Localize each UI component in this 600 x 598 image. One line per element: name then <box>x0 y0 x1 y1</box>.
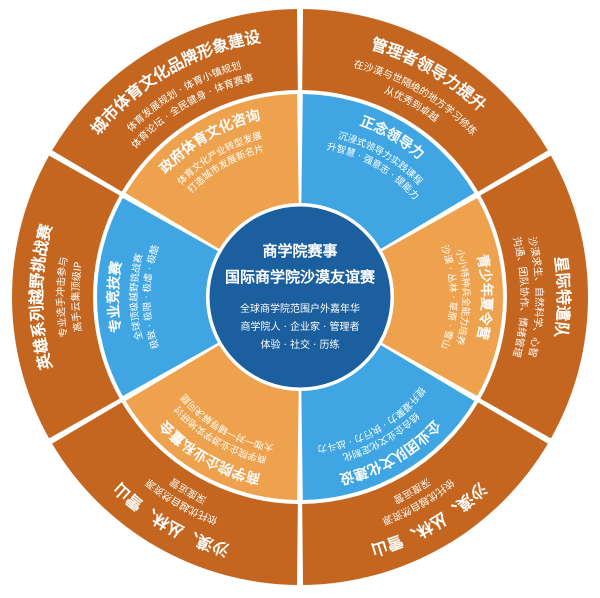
center-desc-2: 商学院人 · 企业家 · 管理者 <box>240 320 359 333</box>
outer-segment-title: 星际特遣队 <box>551 255 573 339</box>
inner-segment-title-path: 专业竞技赛 <box>105 259 125 334</box>
middle-segment-shape <box>125 345 299 500</box>
center-desc-1: 全球商学院范围户外嘉年华 <box>240 302 360 315</box>
center-title-2: 国际商学院沙漠友谊赛 <box>225 268 376 286</box>
center-disc <box>206 203 394 391</box>
outer-segment-line: 高手云集顶级IP <box>69 262 85 333</box>
outer-segment-shape <box>12 155 120 439</box>
inner-segment-line-path: 全球顶级越野挑战赛 <box>128 252 146 341</box>
middle-segment-shape <box>382 197 504 397</box>
outer-segment-shape <box>52 9 298 192</box>
outer-segment-shape <box>302 9 548 192</box>
outer-segment-shape <box>302 402 548 585</box>
outer-segment-shape <box>52 402 298 585</box>
outer-segment-title-path: 星际特遣队 <box>551 255 573 339</box>
inner-segment-shape <box>301 94 475 249</box>
outer-segment-line-path: 高手云集顶级IP <box>69 262 85 333</box>
inner-segment-line: 全球顶级越野挑战赛 <box>128 252 146 341</box>
inner-segment-title: 专业竞技赛 <box>105 259 125 334</box>
inner-segment-shape <box>97 197 218 397</box>
center-title-1: 商学院赛事 <box>262 242 337 260</box>
inner-segment-shape <box>301 345 475 500</box>
center-desc-3: 体验 · 社交 · 历练 <box>260 338 339 351</box>
outer-segment-shape <box>480 155 588 439</box>
middle-segment-shape <box>125 94 299 249</box>
